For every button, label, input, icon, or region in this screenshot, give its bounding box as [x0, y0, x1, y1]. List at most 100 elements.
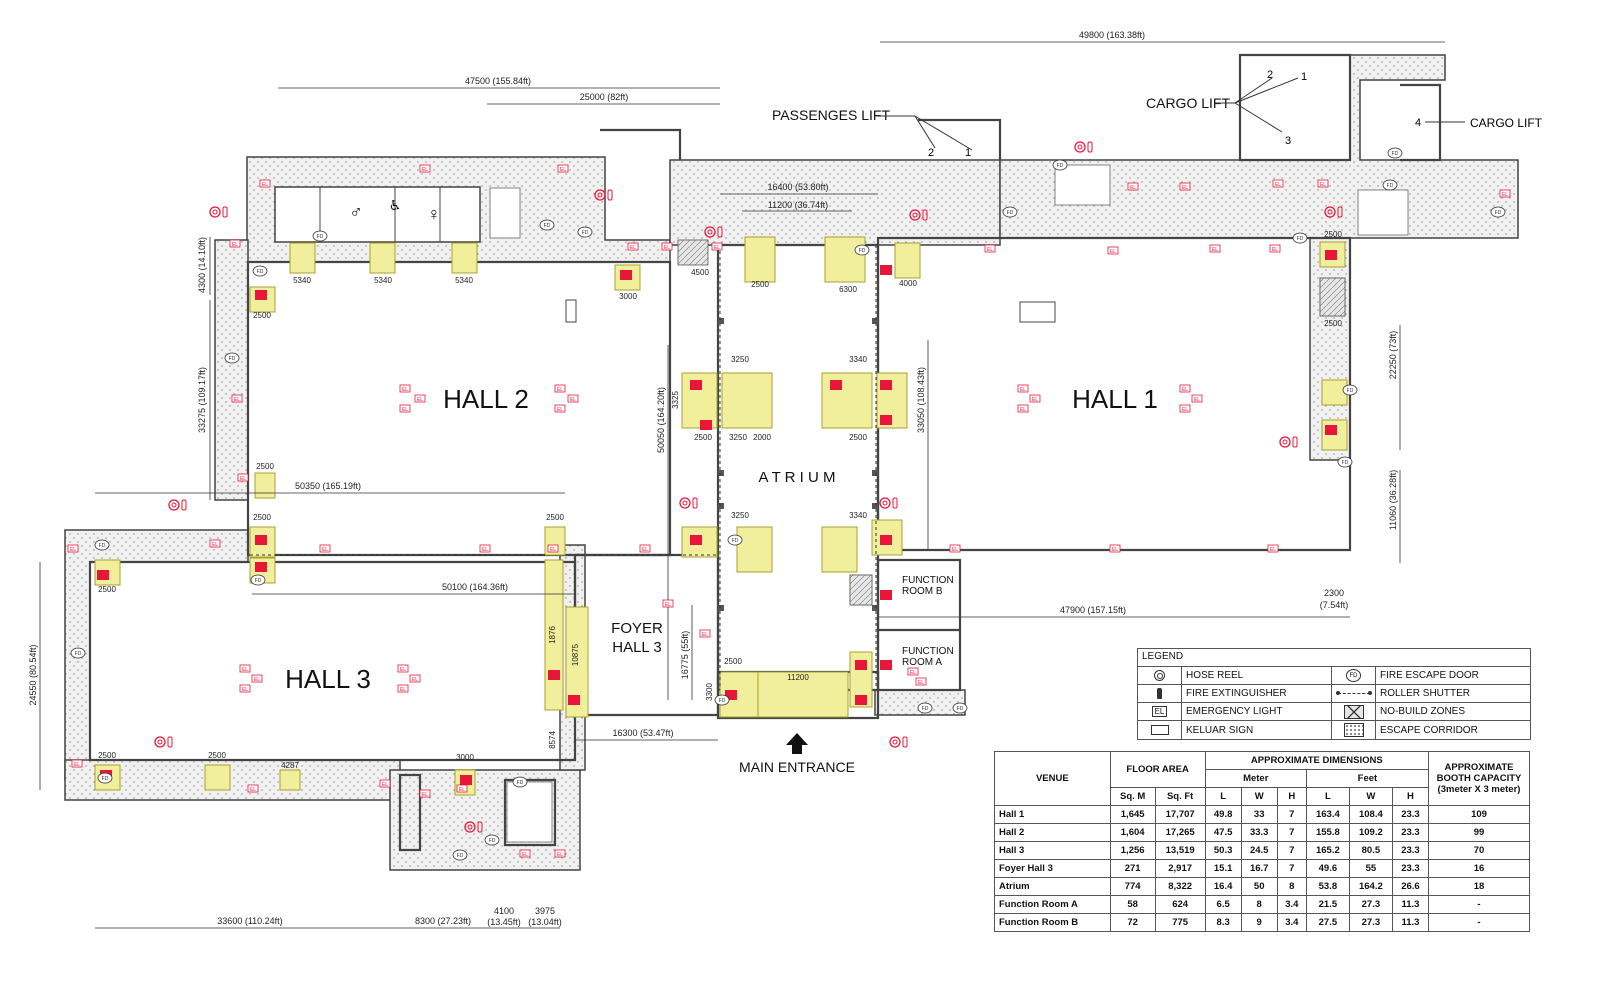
emergency-light-icon — [239, 684, 251, 693]
emergency-light-label: EL — [74, 762, 80, 768]
header-floor-area: FLOOR AREA — [1109, 751, 1206, 788]
svg-text:3250: 3250 — [731, 355, 749, 364]
fire-escape-door-label: FD — [1392, 151, 1399, 157]
fire-extinguisher-icon — [1157, 688, 1162, 699]
keluar-sign-icon — [255, 535, 267, 545]
fire-escape-door-label: FD — [957, 706, 964, 712]
svg-text:3250: 3250 — [731, 511, 749, 520]
fire-extinguisher-icon — [717, 226, 723, 238]
emergency-light-label: EL — [557, 852, 563, 858]
emergency-light-icon — [247, 784, 259, 793]
table-cell-fw: 27.3 — [1348, 913, 1393, 932]
no-build-zones — [677, 239, 1346, 606]
hose-reel-icon — [1327, 209, 1333, 215]
header-meter: Meter — [1204, 769, 1307, 788]
table-cell-venue: Hall 2 — [994, 823, 1111, 842]
table-cell-fh: 23.3 — [1391, 841, 1430, 860]
hose-reel-icon — [889, 736, 901, 748]
emergency-light-label: EL — [1182, 185, 1188, 191]
table-cell-fw: 108.4 — [1348, 805, 1393, 824]
fire-escape-door-icon — [452, 849, 468, 861]
svg-text:2500: 2500 — [724, 657, 742, 666]
keluar-sign-icon — [880, 415, 892, 425]
fire-escape-door-icon — [1052, 159, 1068, 171]
emergency-light-label: EL — [987, 247, 993, 253]
emergency-light-label: EL — [240, 476, 246, 482]
emergency-light-icon — [419, 164, 431, 173]
emergency-light-icon — [67, 544, 79, 553]
dim-11060: 11060 (36.28ft) — [1388, 470, 1398, 530]
dim-2300: 2300 — [1324, 588, 1344, 598]
emergency-light-label: EL — [1020, 407, 1026, 413]
emergency-light-label: EL — [382, 782, 388, 788]
emergency-light-icon — [1127, 182, 1139, 191]
cargo-lift-3: 3 — [1285, 135, 1291, 147]
emergency-light-label: EL — [1020, 387, 1026, 393]
fire-escape-door-label: FD — [1057, 163, 1064, 169]
hose-reel-icon — [212, 209, 218, 215]
fire-escape-door-label: FD — [1347, 388, 1354, 394]
emergency-light-label: EL — [522, 852, 528, 858]
table-cell-mw: 9 — [1240, 913, 1278, 932]
emergency-light-label: EL — [262, 182, 268, 188]
table-cell-mh: 3.4 — [1276, 895, 1307, 914]
main-entrance-arrow-icon — [786, 733, 808, 754]
header-venue: VENUE — [994, 751, 1111, 806]
emergency-light-icon — [554, 404, 566, 413]
emergency-light-icon — [379, 779, 391, 788]
emergency-light-icon — [1109, 544, 1121, 553]
legend-symbol — [1138, 667, 1182, 685]
dimension-labels: 49800 (163.38ft) 47500 (155.84ft) 25000 … — [28, 30, 1398, 927]
table-cell-mh: 3.4 — [1276, 913, 1307, 932]
emergency-light-icon — [419, 789, 431, 798]
dim-47500: 47500 (155.84ft) — [465, 76, 531, 86]
table-cell-mw: 24.5 — [1240, 841, 1278, 860]
hose-reel-icon — [597, 192, 603, 198]
dim-24550: 24550 (80.54ft) — [28, 644, 38, 705]
function-room-b-label-line1: FUNCTION — [902, 575, 954, 586]
fire-escape-door-label: FD — [1387, 183, 1394, 189]
emergency-light-icon — [567, 394, 579, 403]
fire-escape-door-label: FD — [489, 838, 496, 844]
fire-extinguisher-icon — [1337, 206, 1343, 218]
stairs — [489, 164, 1409, 843]
table-cell-mw: 50 — [1240, 877, 1278, 896]
fire-escape-door-icon — [727, 534, 743, 546]
hose-reel-icon — [171, 502, 177, 508]
emergency-light-label: EL — [1502, 192, 1508, 198]
fire-extinguisher-icon — [1292, 436, 1298, 448]
emergency-light-label: EL — [402, 407, 408, 413]
table-cell-ml: 47.5 — [1204, 823, 1242, 842]
fire-extinguisher-icon — [477, 821, 483, 833]
vent-marker — [565, 299, 577, 323]
keluar-sign-icon — [690, 380, 702, 390]
emergency-light-label: EL — [417, 397, 423, 403]
fire-escape-door-label: FD — [1495, 210, 1502, 216]
female-restroom-icon: ♀ — [427, 204, 441, 224]
emergency-light-icon — [399, 404, 411, 413]
table-cell-sqft: 17,265 — [1154, 823, 1206, 842]
table-cell-sqm: 1,256 — [1109, 841, 1156, 860]
passenger-lift-1: 1 — [965, 147, 971, 159]
fire-escape-door-icon — [1342, 384, 1358, 396]
fire-extinguisher-icon — [607, 189, 613, 201]
hose-reel-icon — [707, 229, 713, 235]
emergency-light-icon — [547, 544, 559, 553]
emergency-light-icon — [711, 242, 723, 251]
legend-symbol — [1138, 685, 1182, 703]
svg-text:10875: 10875 — [571, 643, 580, 666]
emergency-light-label: EL — [1194, 397, 1200, 403]
svg-text:2500: 2500 — [208, 751, 226, 760]
header-booth-capacity: APPROXIMATE BOOTH CAPACITY (3meter X 3 m… — [1428, 751, 1530, 806]
hose-reel-icon — [704, 226, 716, 238]
legend-label: FIRE ESCAPE DOOR — [1376, 667, 1530, 685]
emergency-light-icon — [251, 674, 263, 683]
keluar-sign-icon — [1150, 725, 1169, 735]
header-approx-dims: APPROXIMATE DIMENSIONS — [1204, 751, 1430, 770]
table-cell-fw: 80.5 — [1348, 841, 1393, 860]
